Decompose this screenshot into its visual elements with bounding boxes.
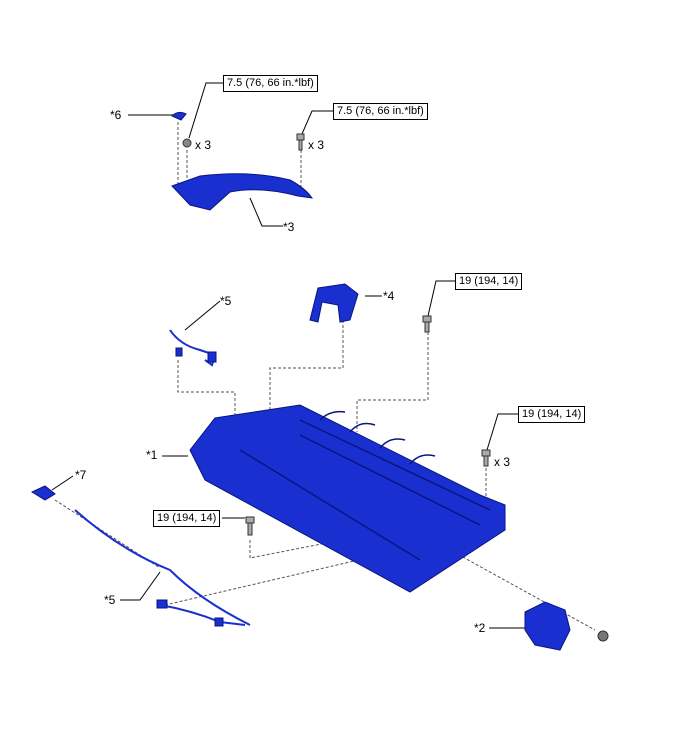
torque-nut-bracket: 7.5 (76, 66 in.*lbf) — [223, 75, 318, 92]
bolt-icon — [296, 133, 305, 141]
nut-icon — [597, 630, 609, 642]
part1-battery-assembly — [189, 404, 506, 593]
qty-bolt-bracket: x 3 — [308, 138, 325, 152]
torque-bolt-bracket: 7.5 (76, 66 in.*lbf) — [333, 103, 428, 120]
leader-torque-nut — [188, 82, 223, 139]
part3-bracket — [171, 173, 314, 211]
label-part2: *2 — [474, 621, 486, 635]
torque-bolt-top: 19 (194, 14) — [455, 273, 523, 290]
label-part5-top: *5 — [220, 294, 232, 308]
part2-component — [524, 601, 571, 651]
leader-torque-bolt — [301, 110, 333, 135]
part6-clip — [171, 111, 187, 121]
leader-part5-top — [184, 300, 221, 331]
label-part5-bottom: *5 — [104, 593, 116, 607]
torque-bolt-right: 19 (194, 14) — [518, 406, 586, 423]
leader-torque-right — [486, 413, 518, 451]
part4-connector — [309, 283, 359, 323]
torque-bolt-left: 19 (194, 14) — [153, 510, 221, 527]
nut-icon — [182, 138, 192, 148]
qty-nut-bracket: x 3 — [195, 138, 212, 152]
leader-part3 — [249, 197, 283, 227]
label-part3: *3 — [283, 220, 295, 234]
label-part1: *1 — [146, 448, 158, 462]
leader-torque-top — [427, 280, 455, 317]
leader-part5-bottom — [120, 571, 161, 601]
dashed-alignment-lines — [54, 122, 596, 631]
part5-bottom-harness — [74, 509, 251, 626]
label-part4: *4 — [383, 289, 395, 303]
leader-part7 — [51, 475, 74, 491]
part7-sensor — [30, 485, 56, 501]
label-part6: *6 — [110, 108, 122, 122]
qty-bolt-right: x 3 — [494, 455, 511, 469]
label-part7: *7 — [75, 468, 87, 482]
